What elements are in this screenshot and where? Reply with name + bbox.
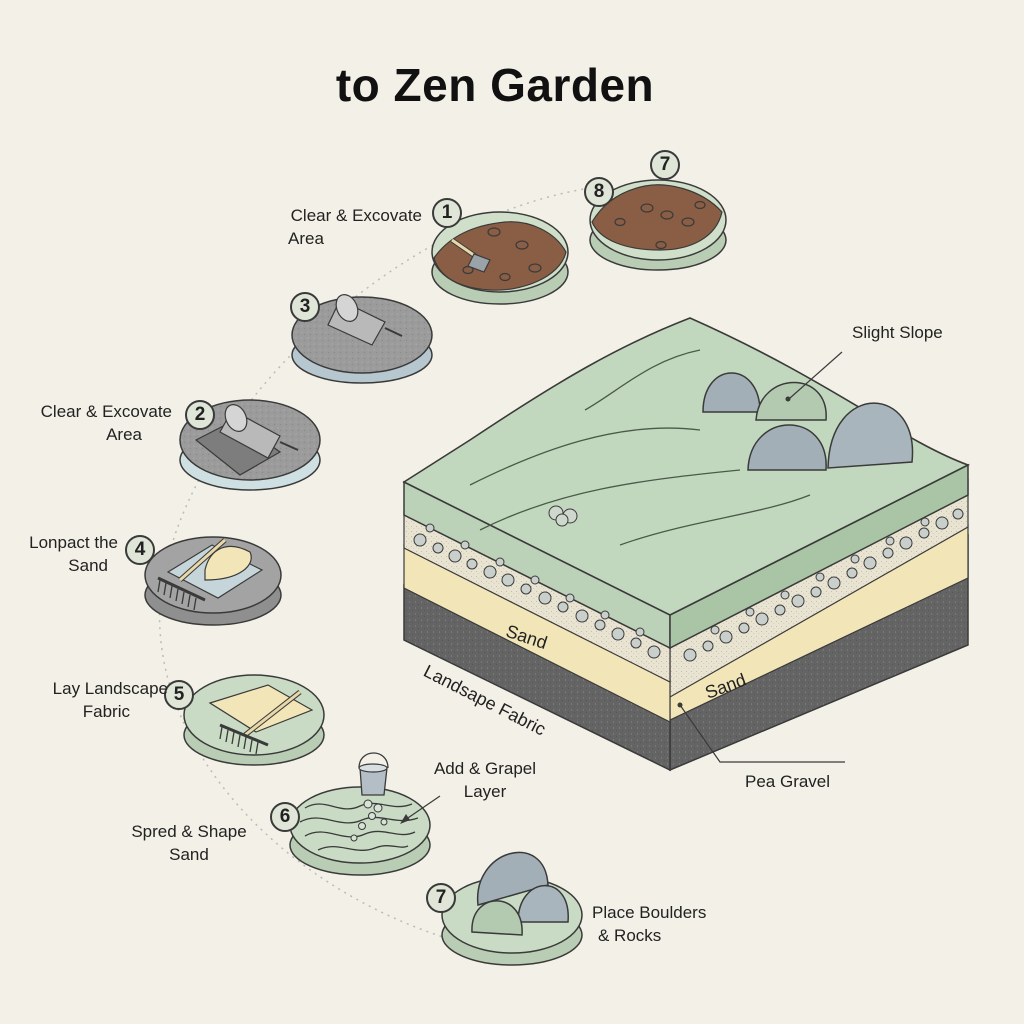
step-disc-6 — [289, 752, 441, 876]
step-6-label: Spred & Shape Sand — [131, 822, 247, 864]
boulder-2 — [755, 381, 827, 421]
step-1-label: Clear & Excovate Area — [288, 206, 422, 248]
step-badge-6: 6 — [270, 802, 300, 832]
step-disc-2 — [179, 399, 321, 491]
page-title: to Zen Garden — [335, 59, 655, 111]
step-badge-7: 7 — [426, 883, 456, 913]
garden-cross-section — [402, 317, 971, 772]
step-badge-1: 1 — [432, 198, 462, 228]
step-disc-5 — [183, 674, 325, 766]
step-disc-8 — [589, 179, 727, 271]
step-7-label: Place Boulders & Rocks — [592, 903, 707, 945]
pea-gravel-label: Pea Gravel — [745, 772, 831, 791]
step-badge-8: 8 — [584, 177, 614, 207]
slight-slope-label: Slight Slope — [852, 323, 943, 342]
step-disc-3 — [291, 294, 433, 384]
section-top-surface — [402, 317, 971, 616]
add-layer-label: Add & Grapel Layer — [433, 759, 537, 801]
step-2-label: Clear & Excovate Area — [40, 402, 172, 444]
step-badge-4: 4 — [125, 535, 155, 565]
step-badge-2: 2 — [185, 400, 215, 430]
step-disc-7 — [441, 851, 583, 966]
step-badge-3: 3 — [290, 292, 320, 322]
boulder-3 — [747, 424, 827, 471]
step-badge-5: 5 — [164, 680, 194, 710]
step-5-label: Lay Landscape Fabric — [52, 679, 168, 721]
step-badge-7b: 7 — [650, 150, 680, 180]
step-4-label: Lonpact the Sand — [29, 533, 118, 575]
step-disc-4 — [144, 536, 282, 626]
step-disc-1 — [431, 211, 569, 305]
boulder-4 — [827, 402, 914, 469]
